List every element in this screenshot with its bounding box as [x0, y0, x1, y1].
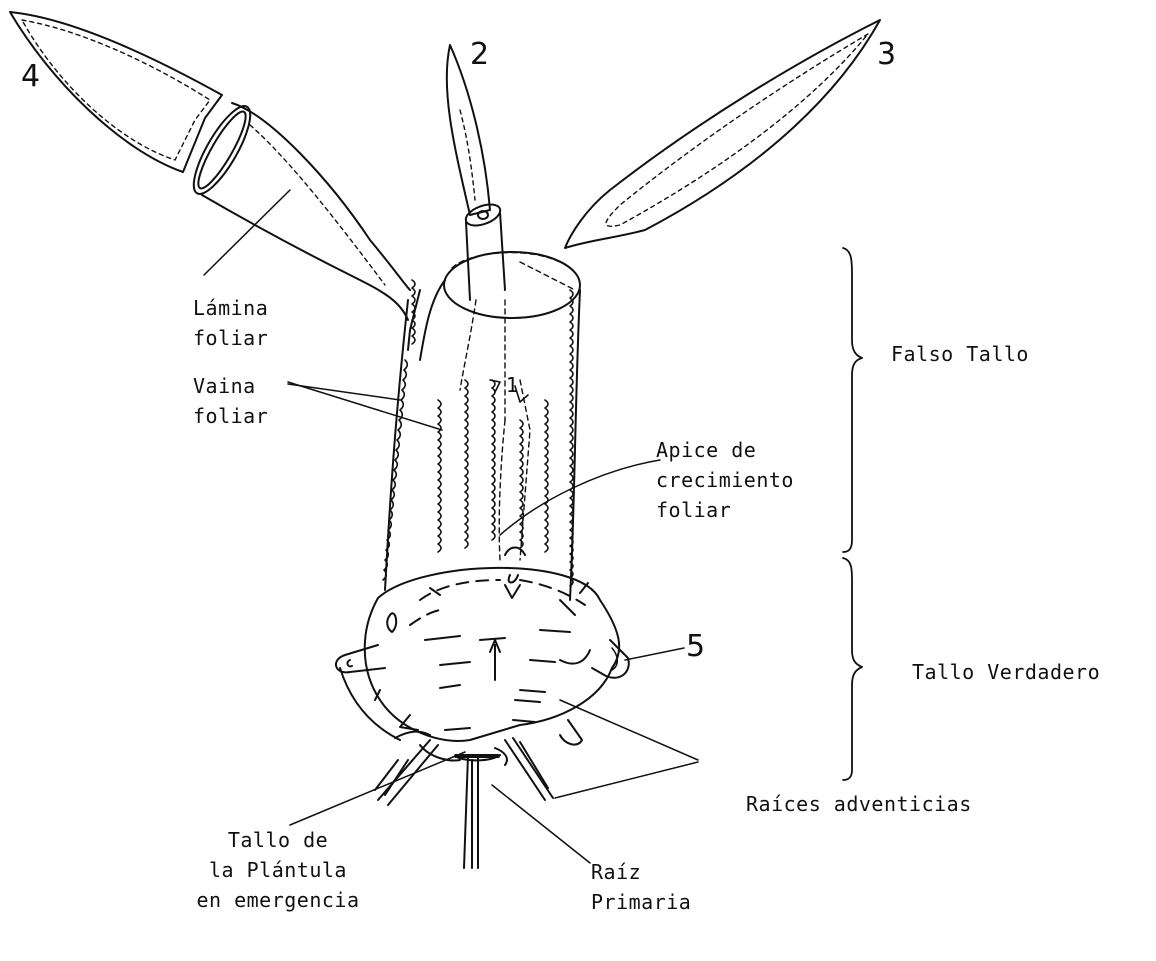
label-raiz-line-2: Primaria — [591, 888, 691, 916]
tallo-verdadero-brace — [843, 558, 862, 780]
false-stem-sheath — [385, 252, 580, 600]
leaf-2 — [447, 45, 505, 300]
label-lamina-foliar: Lámina foliar — [193, 294, 268, 352]
leader-raices-b — [555, 762, 698, 798]
label-tallo-plantula-line-3: en emergencia — [148, 886, 408, 914]
seedling-base — [455, 755, 500, 868]
leaf-number-2: 2 — [470, 40, 489, 70]
label-tallo-plantula: Tallo de la Plántula en emergencia — [148, 826, 408, 914]
label-apice: Apice de crecimiento foliar — [656, 436, 794, 524]
label-vaina-foliar: Vaina foliar — [193, 372, 268, 430]
label-vaina-line-2: foliar — [193, 402, 268, 430]
leader-raices-a — [560, 700, 698, 760]
label-apice-line-3: foliar — [656, 496, 794, 524]
leader-raiz-primaria — [492, 785, 590, 863]
leader-vaina-b — [288, 384, 400, 400]
leader-tallo-plantula — [290, 752, 465, 825]
label-lamina-line-2: foliar — [193, 324, 268, 352]
leader-apice — [500, 460, 660, 535]
leaf-number-3: 3 — [877, 40, 896, 70]
leaf-number-4: 4 — [21, 62, 40, 92]
leaf-4-blade — [10, 12, 222, 172]
label-lamina-line-1: Lámina — [193, 294, 268, 322]
label-vaina-line-1: Vaina — [193, 372, 268, 400]
label-tallo-verdadero: Tallo Verdadero — [912, 658, 1100, 686]
leaf-number-1: 1 — [506, 370, 519, 400]
true-stem — [365, 568, 619, 741]
label-tallo-plantula-line-1: Tallo de — [148, 826, 408, 854]
label-raices-adventicias: Raíces adventicias — [746, 790, 972, 818]
leaf-5-stubs — [336, 640, 629, 745]
leader-5 — [625, 648, 684, 660]
adventitious-roots — [375, 738, 553, 805]
label-apice-line-1: Apice de — [656, 436, 794, 464]
label-raiz-primaria: Raíz Primaria — [591, 858, 691, 916]
leader-lines — [204, 190, 698, 863]
label-tallo-plantula-line-2: la Plántula — [148, 856, 408, 884]
leaf-number-5: 5 — [686, 632, 705, 662]
leaf-3 — [565, 20, 880, 248]
label-apice-line-2: crecimiento — [656, 466, 794, 494]
label-falso-tallo: Falso Tallo — [891, 340, 1029, 368]
leader-vaina-a — [288, 382, 442, 430]
falso-tallo-brace — [843, 248, 862, 552]
label-raiz-line-1: Raíz — [591, 858, 691, 886]
leaf-4-sheath — [184, 99, 410, 320]
